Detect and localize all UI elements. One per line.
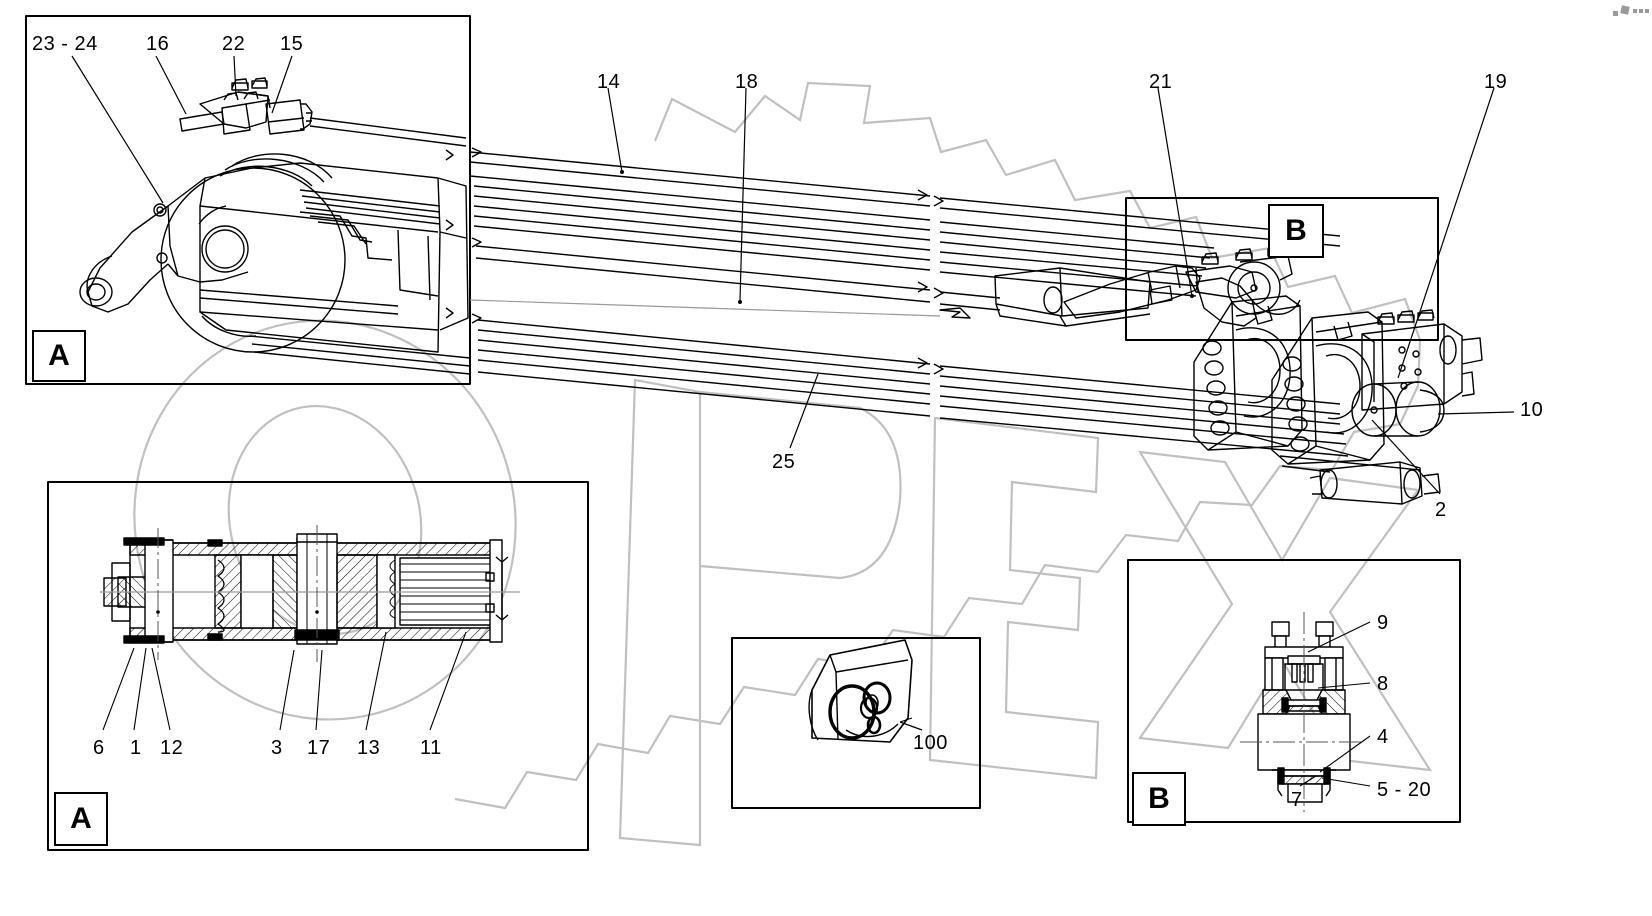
callout-23-24: 23 - 24 (32, 33, 98, 55)
callout-4: 4 (1377, 726, 1389, 748)
callout-13: 13 (357, 737, 381, 759)
callout-16: 16 (146, 33, 170, 55)
callout-17: 17 (307, 737, 331, 759)
callout-6: 6 (93, 737, 105, 759)
callout-18: 18 (735, 71, 759, 93)
callout-7: 7 (1291, 789, 1303, 811)
callout-21: 21 (1149, 71, 1173, 93)
callout-25: 25 (772, 451, 796, 473)
detail-b-hub-section (1240, 612, 1371, 812)
detail-marker-b-bottom: B (1132, 772, 1186, 826)
detail-marker-a-bottom: A (54, 792, 108, 846)
panel-frames (25, 15, 1461, 851)
callout-11: 11 (420, 737, 442, 759)
detail-a-boom-head (79, 77, 471, 375)
callout-1: 1 (130, 737, 142, 759)
detail-marker-a-top: A (32, 330, 86, 382)
callout-8: 8 (1377, 673, 1389, 695)
main-boom-assembly (469, 147, 1483, 505)
callout-5-20: 5 - 20 (1377, 779, 1432, 801)
callout-10: 10 (1520, 399, 1544, 421)
callout-14: 14 (597, 71, 621, 93)
callout-2: 2 (1435, 499, 1447, 521)
callout-22: 22 (222, 33, 246, 55)
detail-marker-b-top: B (1268, 204, 1324, 258)
callout-12: 12 (160, 737, 184, 759)
callout-100: 100 (913, 732, 948, 754)
detail-a-cylinder-section (100, 525, 520, 731)
callout-15: 15 (280, 33, 304, 55)
callout-3: 3 (271, 737, 283, 759)
callout-9: 9 (1377, 612, 1389, 634)
seal-kit-detail (808, 639, 913, 743)
callout-19: 19 (1484, 71, 1508, 93)
